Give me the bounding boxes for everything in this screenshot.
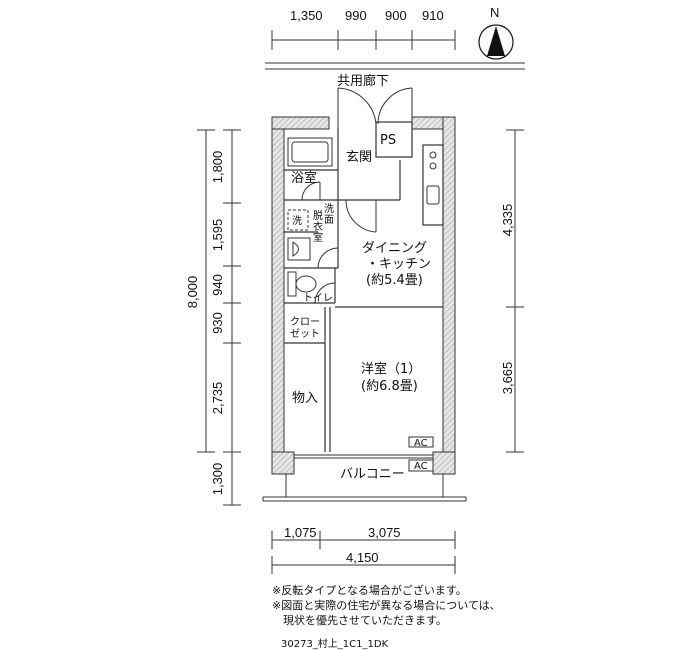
note-line-2: ※図面と実際の住宅が異なる場合については、	[272, 599, 501, 612]
ac-indoor-label: AC	[414, 438, 428, 449]
closet-label-2: ゼット	[290, 328, 320, 340]
dk-label-1: ダイニング	[362, 241, 427, 256]
bottom-dimension-lines	[271, 531, 456, 574]
closet-label-1: クロー	[290, 316, 320, 328]
ac-outdoor-unit: AC	[408, 459, 434, 472]
wash-room-char-5: 室	[313, 231, 323, 244]
bottom-dim-2: 3,075	[368, 525, 401, 540]
toilet-fixture	[287, 271, 317, 297]
doors	[301, 87, 413, 304]
western-room-label-2: (約6.8畳)	[361, 379, 418, 394]
top-dimension-line	[271, 30, 456, 50]
north-arrow-icon	[478, 24, 514, 60]
top-dim-4: 910	[422, 8, 444, 23]
compass-label: N	[490, 5, 499, 20]
right-dim-2: 3,665	[500, 362, 515, 395]
left-dimension-lines	[197, 129, 241, 506]
wash-room-char-4: 衣	[313, 220, 323, 233]
plan-code: 30273_村上_1C1_1DK	[281, 639, 389, 650]
storage-label: 物入	[292, 391, 318, 406]
wash-room-char-2: 面	[324, 215, 334, 226]
bathtub	[287, 137, 333, 167]
ac-outdoor-label: AC	[414, 461, 428, 472]
exterior-walls	[271, 116, 456, 475]
left-dim-2: 1,595	[210, 219, 225, 252]
note-line-3: 現状を優先させていただきます。	[272, 614, 447, 627]
left-dim-5: 2,735	[210, 382, 225, 415]
note-line-1: ※反転タイプとなる場合がございます。	[272, 584, 467, 597]
left-dim-1: 1,800	[210, 151, 225, 184]
balcony	[262, 474, 467, 502]
kitchen-sink	[426, 151, 440, 205]
bottom-dim-1: 1,075	[284, 525, 317, 540]
washer-label: 洗	[292, 215, 302, 227]
left-dim-total: 8,000	[185, 276, 200, 309]
right-dimension-lines	[506, 129, 524, 453]
ps-label: PS	[380, 133, 396, 148]
wash-basin	[287, 237, 311, 261]
dk-label-2: ・キッチン	[366, 257, 431, 272]
toilet-label: トイレ	[303, 293, 333, 304]
balcony-label: バルコニー	[340, 467, 405, 482]
ac-indoor-unit: AC	[408, 436, 434, 449]
washer-space	[287, 209, 309, 231]
wash-room-char-1: 洗	[324, 203, 334, 215]
right-dim-1: 4,335	[500, 204, 515, 237]
wash-room-char-3: 脱	[313, 209, 323, 222]
bath-label: 浴室	[291, 170, 317, 186]
dk-label-3: (約5.4畳)	[366, 273, 423, 288]
bottom-dim-total: 4,150	[346, 550, 379, 565]
interior-walls	[284, 121, 444, 452]
left-dim-3: 940	[210, 274, 225, 296]
corridor-lines	[265, 62, 525, 70]
western-room-label-1: 洋室（1）	[361, 361, 421, 377]
corridor-label: 共用廊下	[337, 73, 389, 89]
left-dim-6: 1,300	[210, 463, 225, 496]
top-dim-2: 990	[345, 8, 367, 23]
left-dim-4: 930	[210, 312, 225, 334]
entrance-label: 玄関	[346, 150, 372, 165]
top-dim-3: 900	[385, 8, 407, 23]
top-dim-1: 1,350	[290, 8, 323, 23]
